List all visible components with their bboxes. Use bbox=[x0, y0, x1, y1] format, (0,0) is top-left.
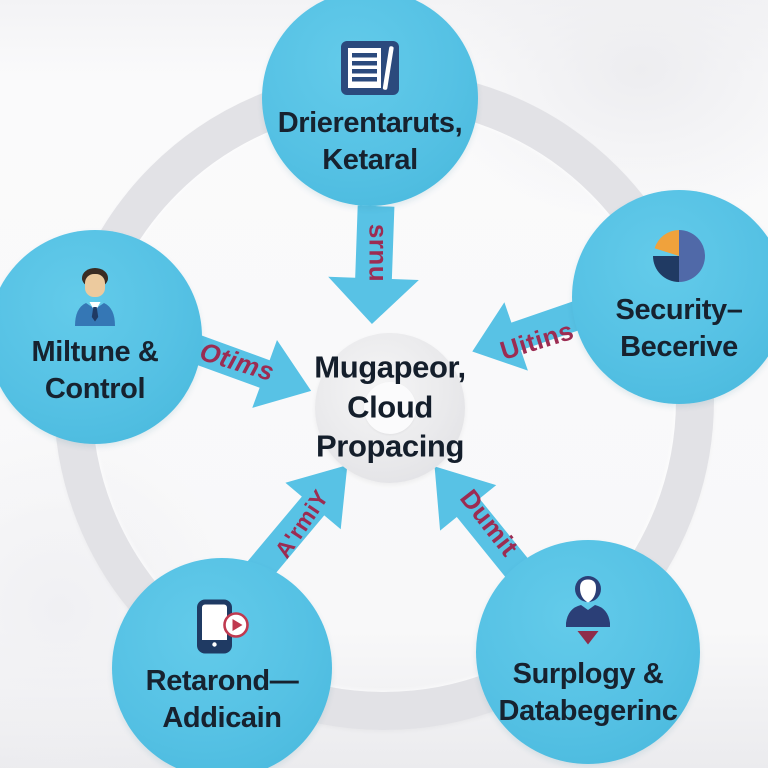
mobile-video-icon bbox=[197, 599, 249, 654]
arrow-bottomright-to-center bbox=[434, 466, 533, 583]
node-label: Miltune & Control bbox=[31, 336, 159, 405]
center-hub bbox=[315, 333, 465, 483]
node-right: Security– Becerive bbox=[572, 190, 768, 404]
node-bottom-left: Retarond— Addicain bbox=[112, 558, 332, 768]
node-label: Drierentaruts, Ketaral bbox=[277, 107, 463, 176]
arrow-top-to-center bbox=[328, 205, 419, 324]
node-left: Miltune & Control bbox=[0, 230, 202, 444]
center-hub-label: Mugapeor, Cloud Propacing bbox=[314, 349, 466, 464]
arrow-label: srnu bbox=[363, 223, 394, 283]
businessman-icon bbox=[75, 268, 115, 327]
node-label: Surplogy & Databegerinc bbox=[498, 658, 678, 727]
node-label: Retarond— Addicain bbox=[145, 665, 299, 734]
arrow-bottomleft-to-center bbox=[247, 465, 348, 581]
node-bottom-right: Surplogy & Databegerinc bbox=[476, 540, 700, 764]
arrow-right-to-center bbox=[472, 298, 591, 371]
pie-chart-icon bbox=[653, 230, 705, 283]
node-top: Drierentaruts, Ketaral bbox=[262, 0, 478, 206]
news-edit-icon bbox=[341, 41, 399, 96]
node-label: Security– Becerive bbox=[615, 294, 743, 363]
center-hub-core bbox=[364, 382, 416, 434]
arrow-left-to-center bbox=[185, 333, 312, 408]
user-icon bbox=[566, 576, 610, 645]
